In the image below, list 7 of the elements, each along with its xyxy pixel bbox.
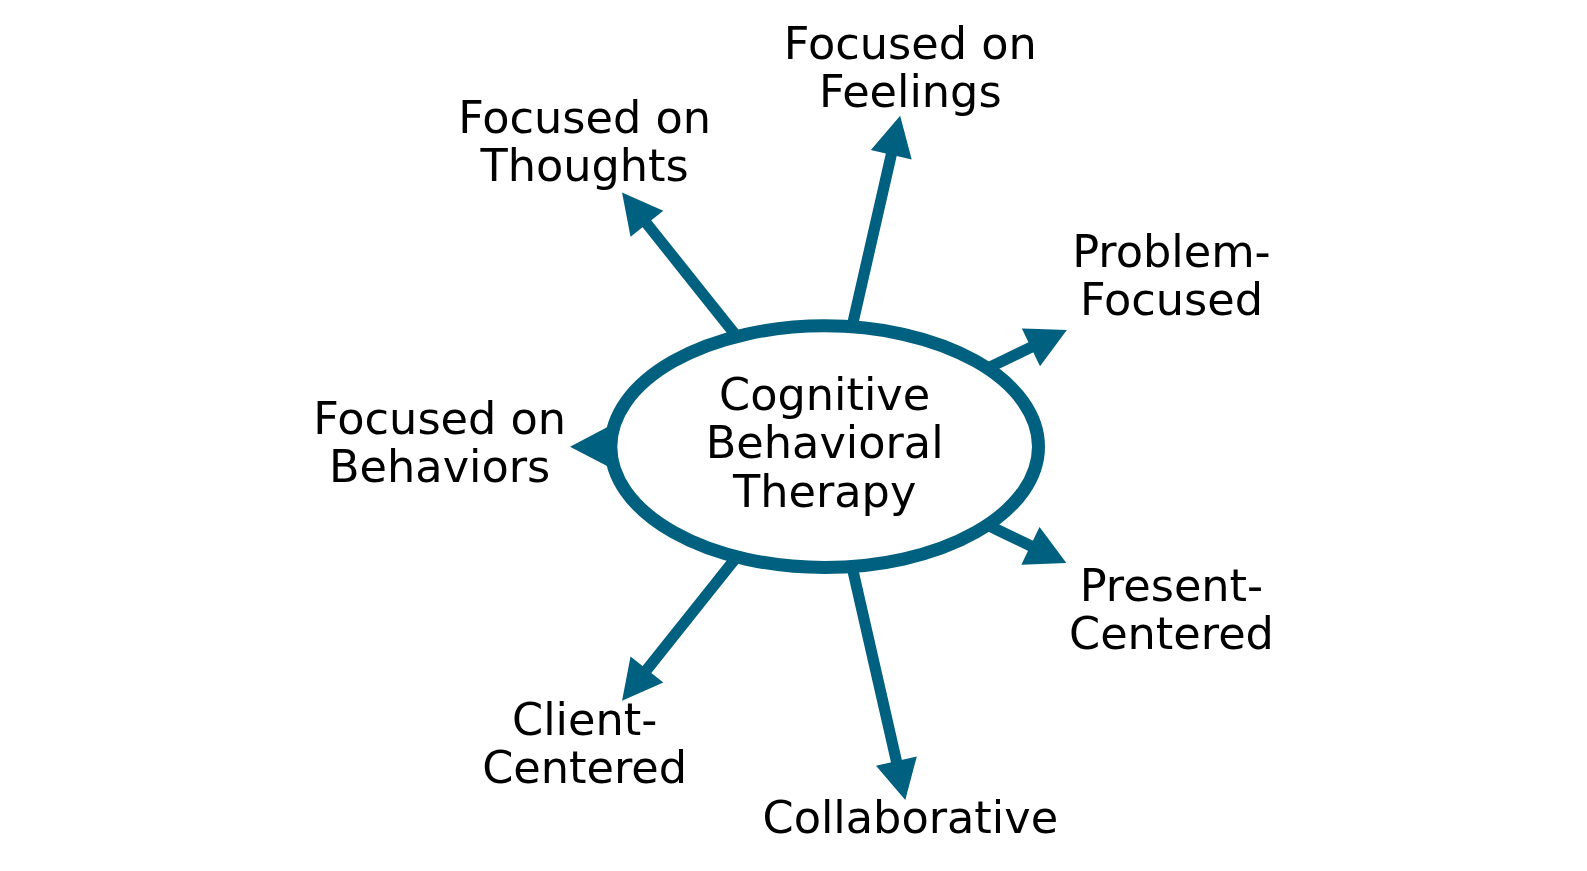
node-text: Focused on Feelings <box>783 17 1037 119</box>
node-text: Problem-Focused <box>1072 225 1271 327</box>
node-text: Focused on Behaviors <box>313 393 567 494</box>
node-text: Collaborative <box>762 792 1059 845</box>
node-text: Focused on Thoughts <box>458 92 712 193</box>
node-text: Client-Centered <box>482 693 688 795</box>
node-text: Present-Centered <box>1069 560 1274 661</box>
